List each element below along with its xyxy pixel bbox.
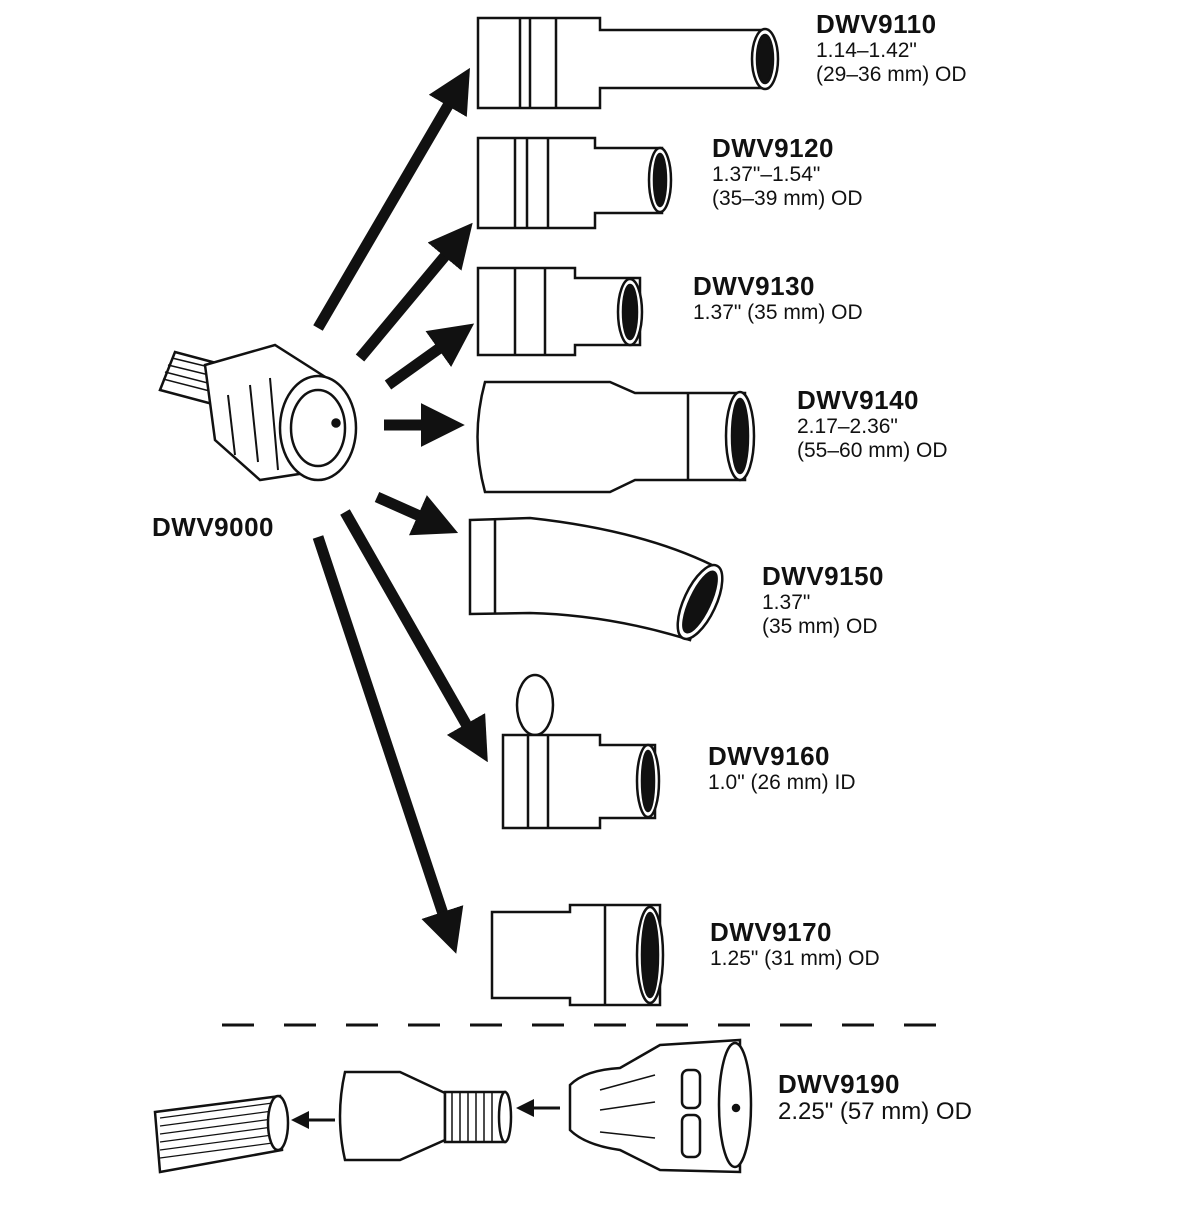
part-code: DWV9130 [693,271,815,301]
adapter-dwv9140-illustration [476,380,756,494]
arrow-to-dwv9160 [340,509,488,763]
part-spec: 1.37" (35 mm) OD [693,301,863,325]
adapter-dwv9120-illustration [476,136,673,230]
arrow-to-dwv9150 [374,491,459,536]
label-dwv9160: DWV9160 1.0" (26 mm) ID [708,741,856,795]
part-code: DWV9160 [708,741,830,771]
adapter-dwv9130-illustration [476,266,644,357]
arrow-to-dwv9110 [313,67,470,331]
part-code: DWV9140 [797,385,919,415]
label-dwv9110: DWV9110 1.14–1.42" (29–36 mm) OD [816,9,967,86]
part-code: DWV9120 [712,133,834,163]
label-dwv9120: DWV9120 1.37"–1.54" (35–39 mm) OD [712,133,863,210]
part-spec: (35–39 mm) OD [712,186,863,210]
label-dwv9170: DWV9170 1.25" (31 mm) OD [710,917,880,971]
part-spec: 1.25" (31 mm) OD [710,947,880,971]
hose-illustration [153,1094,290,1174]
part-code: DWV9110 [816,9,937,39]
part-spec: (29–36 mm) OD [816,62,967,86]
adapter-dwv9150-illustration [468,516,724,642]
adapter-dwv9110-illustration [476,16,780,110]
part-spec: (55–60 mm) OD [797,438,948,462]
part-spec: 2.25" (57 mm) OD [778,1098,972,1126]
part-spec: 2.17–2.36" [797,415,898,439]
label-dwv9130: DWV9130 1.37" (35 mm) OD [693,271,863,325]
arrow-to-dwv9170 [312,535,464,954]
part-code: DWV9150 [762,561,884,591]
hub-label: DWV9000 [152,512,274,542]
label-dwv9140: DWV9140 2.17–2.36" (55–60 mm) OD [797,385,948,462]
assembly-arrows [291,1099,560,1129]
arrow-to-dwv9120 [355,222,473,362]
part-spec: (35 mm) OD [762,614,878,638]
arrow-to-dwv9130 [384,323,475,390]
part-code: DWV9190 [778,1069,900,1099]
part-spec: 1.0" (26 mm) ID [708,771,856,795]
reducer-illustration [338,1070,513,1162]
adapter-dwv9160-illustration [501,673,661,830]
part-code: DWV9170 [710,917,832,947]
adapter-dwv9170-illustration [490,903,665,1007]
label-dwv9150: DWV9150 1.37" (35 mm) OD [762,561,884,638]
hub-dwv9000-illustration [158,343,358,482]
connector-arrows [312,67,488,954]
part-spec: 1.14–1.42" [816,39,917,63]
part-spec: 1.37"–1.54" [712,163,821,187]
label-dwv9190: DWV9190 2.25" (57 mm) OD [778,1069,972,1126]
part-spec: 1.37" [762,591,811,615]
dwv9190-illustration [568,1038,753,1174]
